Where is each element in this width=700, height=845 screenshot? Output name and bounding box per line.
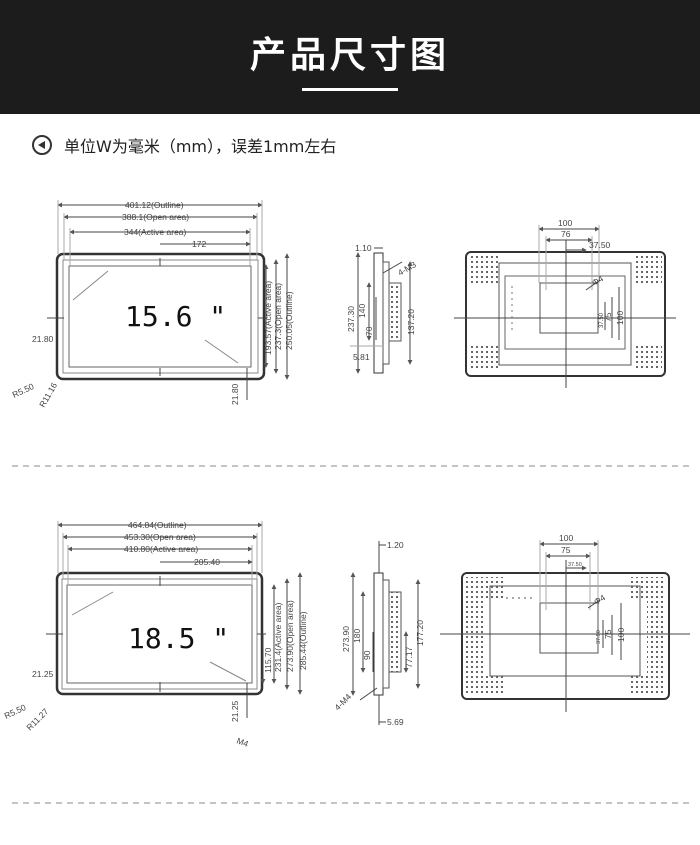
side-height-177-label: 177.20 <box>415 620 425 646</box>
back-width-76-label: 76 <box>561 229 571 239</box>
side-view-18-5 <box>350 541 421 725</box>
side-height-140-label: 140 <box>357 304 367 318</box>
side-height-180-label: 180 <box>352 629 362 643</box>
margin-bottom-label: 21.80 <box>230 383 240 405</box>
back-v75-label: 75 <box>603 629 613 639</box>
side-bottom-label: 5.81 <box>353 352 370 362</box>
side-height-label: 273.90 <box>341 626 351 652</box>
screw-label: 4-M4 <box>332 691 353 712</box>
active-height-label: 231.4(Active area) <box>273 602 283 672</box>
side-height-90-label: 90 <box>362 650 372 660</box>
back-view-18-5-labels: 100 75 37.50 Φ4 37.50 75 100 <box>559 533 626 644</box>
back-v37-label: 37.50 <box>599 312 605 328</box>
side-view-15-6 <box>350 247 413 374</box>
side-view-15-6-labels: 1.10 4-M3 237.30 140 70 137.20 5.81 <box>346 243 418 362</box>
back-width-75-label: 75 <box>561 545 571 555</box>
back-hole-label: Φ4 <box>592 592 607 607</box>
outline-height-label: 250.05(Outline) <box>284 291 294 350</box>
back-width-100-label: 100 <box>559 533 573 543</box>
back-width-37-label: 37.50 <box>568 562 582 568</box>
left-arrow-circle-icon <box>32 135 52 155</box>
active-width-label: 410.80(Active area) <box>124 544 198 554</box>
active-width-label: 344(Active area) <box>124 227 187 237</box>
open-width-label: 453.30(Open area) <box>124 532 196 542</box>
margin-left-label: 21.25 <box>32 669 54 679</box>
back-v75-label: 75 <box>603 312 613 322</box>
side-height-137-label: 137.20 <box>406 309 416 335</box>
screw-label: 4-M3 <box>396 259 418 277</box>
header-banner: 产品尺寸图 <box>0 0 700 114</box>
screen-size-15-6: 15.6 " <box>125 300 226 333</box>
back-v100-label: 100 <box>616 628 626 642</box>
outline-height-label: 285.44(Outline) <box>298 611 308 670</box>
inner-radius-label: R11.16 <box>37 381 59 409</box>
front-view-18-5 <box>46 521 303 718</box>
back-v100-label: 100 <box>615 311 625 325</box>
screen-size-18-5: 18.5 " <box>128 622 229 655</box>
page-title: 产品尺寸图 <box>249 35 450 76</box>
active-height-label: 193.57(Active area) <box>263 281 273 355</box>
side-height-70-label: 70 <box>364 326 374 336</box>
margin-bottom-label: 21.25 <box>230 700 240 722</box>
front-view-15-6 <box>47 200 290 400</box>
back-view-15-6 <box>454 225 676 388</box>
open-height-label: 273.90(Open area) <box>285 600 295 672</box>
outline-width-label: 464.84(Outline) <box>128 520 187 530</box>
side-height-77-label: 77.17 <box>404 646 414 668</box>
back-width-37-label: 37.50 <box>589 240 611 250</box>
title-underline <box>302 88 398 91</box>
side-top-label: 1.20 <box>387 540 404 550</box>
outline-width-label: 401.12(Outline) <box>125 200 184 210</box>
half-width-label: 172 <box>192 239 206 249</box>
back-view-18-5 <box>440 540 690 712</box>
back-width-100-label: 100 <box>558 218 572 228</box>
half-height-label: 115.70 <box>263 647 273 673</box>
corner-radius-label: R5.50 <box>3 702 28 721</box>
half-width-label: 205.40 <box>194 557 220 567</box>
inner-radius-label: R11.27 <box>24 706 50 732</box>
unit-note: 单位W为毫米（mm），误差1mm左右 <box>32 132 336 158</box>
side-bottom-label: 5.69 <box>387 717 404 727</box>
back-v37-label: 37.50 <box>596 630 602 644</box>
margin-left-label: 21.80 <box>32 334 54 344</box>
corner-radius-label: R5.50 <box>11 381 36 400</box>
side-height-label: 237.30 <box>346 306 356 332</box>
side-top-label: 1.10 <box>355 243 372 253</box>
open-width-label: 388.1(Open area) <box>122 212 189 222</box>
screw-m4-label: M4 <box>235 735 250 749</box>
open-height-label: 237.3(Open area) <box>273 283 283 350</box>
unit-note-text: 单位W为毫米（mm），误差1mm左右 <box>64 137 337 156</box>
